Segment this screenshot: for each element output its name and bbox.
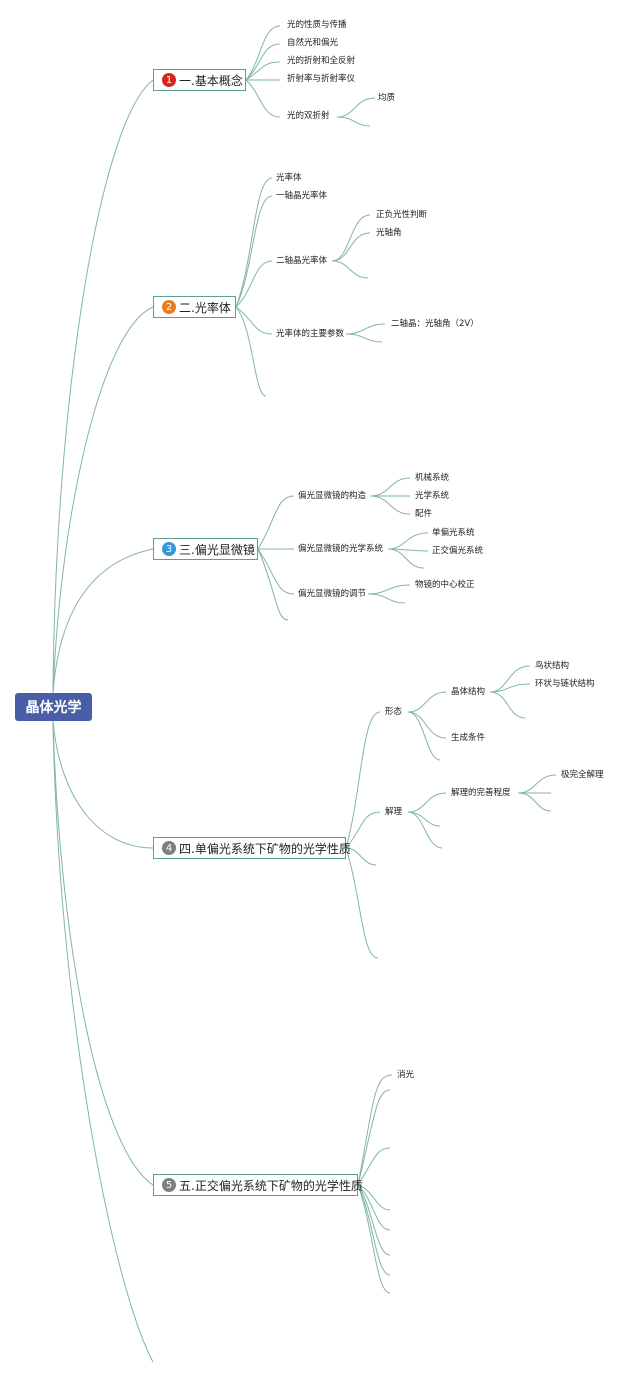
branch-label: 三.偏光显微镜	[179, 542, 255, 557]
root-node[interactable]: 晶体光学	[15, 693, 92, 721]
leaf-node[interactable]: 偏光显微镜的构造	[298, 491, 367, 501]
leaf-node[interactable]: 消光	[397, 1070, 415, 1080]
number-badge: 2	[162, 300, 176, 314]
branch-single-polar[interactable]: 4 四.单偏光系统下矿物的光学性质	[153, 837, 351, 859]
leaf-node[interactable]: 正负光性判断	[376, 210, 428, 220]
branch-label: 五.正交偏光系统下矿物的光学性质	[179, 1178, 363, 1193]
leaf-node[interactable]: 物镜的中心校正	[415, 580, 475, 590]
leaf-node[interactable]: 自然光和偏光	[287, 38, 339, 48]
leaf-node[interactable]: 晶体结构	[451, 687, 486, 697]
leaf-node[interactable]: 生成条件	[451, 733, 486, 743]
number-badge: 3	[162, 542, 176, 556]
branch-label: 一.基本概念	[179, 73, 243, 88]
branch-crossed-polar[interactable]: 5 五.正交偏光系统下矿物的光学性质	[153, 1174, 363, 1196]
leaf-node[interactable]: 二轴晶：光轴角（2V）	[391, 319, 479, 329]
leaf-node[interactable]: 解理	[385, 807, 403, 817]
leaf-node[interactable]: 光轴角	[376, 228, 402, 238]
leaf-node[interactable]: 光的折射和全反射	[287, 56, 356, 66]
leaf-node[interactable]: 光学系统	[415, 491, 450, 501]
leaf-node[interactable]: 折射率与折射率仪	[287, 74, 356, 84]
branch-label: 二.光率体	[179, 300, 231, 315]
leaf-node[interactable]: 一轴晶光率体	[276, 191, 328, 201]
branch-label: 四.单偏光系统下矿物的光学性质	[179, 841, 351, 856]
leaf-node[interactable]: 光率体的主要参数	[276, 329, 345, 339]
leaf-node[interactable]: 二轴晶光率体	[276, 256, 328, 266]
leaf-node[interactable]: 配件	[415, 509, 433, 519]
leaf-node[interactable]: 光率体	[276, 173, 302, 183]
leaf-node[interactable]: 形态	[385, 707, 403, 717]
leaf-node[interactable]: 偏光显微镜的调节	[298, 589, 367, 599]
leaf-node[interactable]: 光的性质与传播	[287, 20, 347, 30]
leaf-node[interactable]: 极完全解理	[561, 770, 604, 780]
leaf-node[interactable]: 单偏光系统	[432, 528, 475, 538]
branch-basic-concepts[interactable]: 1 一.基本概念	[153, 69, 246, 91]
leaf-node[interactable]: 解理的完善程度	[451, 788, 511, 798]
number-badge: 5	[162, 1178, 176, 1192]
leaf-node[interactable]: 正交偏光系统	[432, 546, 484, 556]
leaf-node[interactable]: 光的双折射	[287, 111, 330, 121]
leaf-node[interactable]: 鸟状结构	[535, 661, 570, 671]
number-badge: 1	[162, 73, 176, 87]
leaf-node[interactable]: 偏光显微镜的光学系统	[298, 544, 384, 554]
leaf-node[interactable]: 均质	[378, 93, 396, 103]
leaf-node[interactable]: 机械系统	[415, 473, 450, 483]
branch-polarizing-microscope[interactable]: 3 三.偏光显微镜	[153, 538, 258, 560]
number-badge: 4	[162, 841, 176, 855]
branch-indicatrix[interactable]: 2 二.光率体	[153, 296, 236, 318]
leaf-node[interactable]: 环状与链状结构	[535, 679, 595, 689]
